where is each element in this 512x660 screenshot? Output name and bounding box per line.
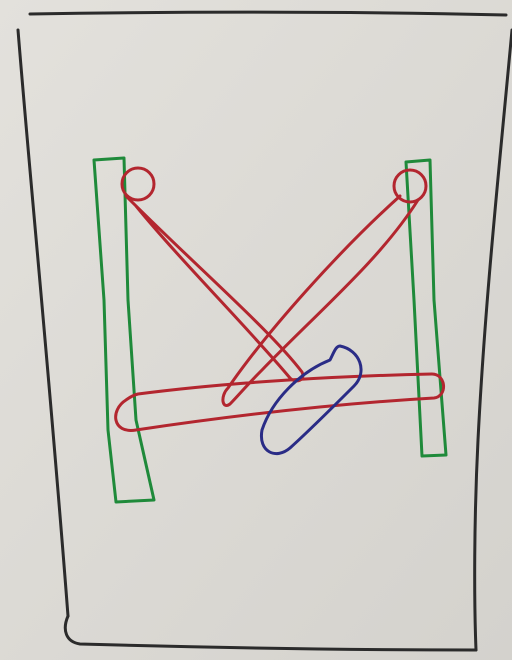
blue-oblong-part bbox=[259, 344, 363, 455]
horizontal-bar bbox=[114, 372, 445, 432]
left-green-post bbox=[92, 156, 156, 504]
right-green-post bbox=[404, 158, 448, 458]
right-diagonal-arm bbox=[221, 194, 420, 407]
left-pivot-circle bbox=[120, 166, 156, 202]
right-pivot-circle bbox=[392, 168, 428, 204]
outer-frame bbox=[16, 10, 512, 652]
